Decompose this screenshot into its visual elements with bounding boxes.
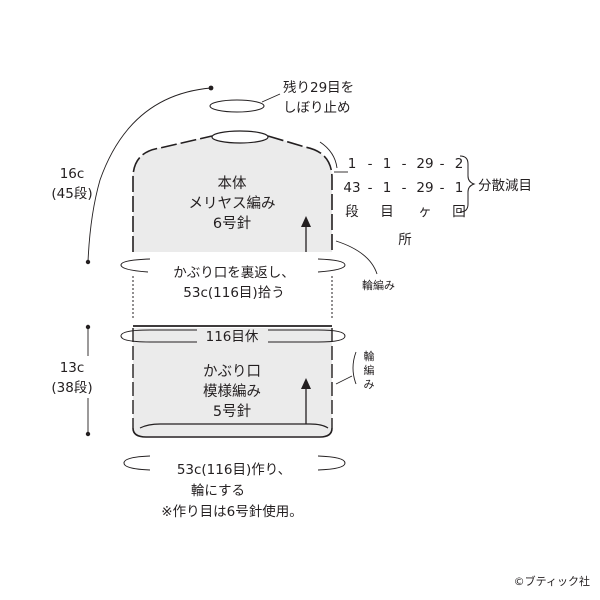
decrease-cell-r2-c0: 段 (345, 204, 359, 220)
decrease-label: 分散減目 (478, 177, 532, 194)
decrease-cell-r0-c0: 1 (348, 156, 357, 172)
rib-vertical-leader (335, 375, 353, 385)
brim-height: 13c (60, 360, 85, 376)
top-note-leader (261, 93, 281, 103)
decrease-cell-r1-c3: - (402, 180, 407, 196)
decrease-cell-r0-c6: 2 (455, 156, 464, 172)
top-note-line1: 残り29目を (283, 80, 354, 96)
copyright: ©ブティック社 (514, 574, 590, 588)
body-dimension-dot-bottom (85, 259, 91, 265)
decrease-rows: 1-1-29-243-1-29-1段目ヶ回 (343, 156, 465, 220)
body-panel: 本体 メリヤス編み 6号針 (132, 130, 333, 252)
body-rows: (45段) (51, 186, 92, 202)
hold-band-left (120, 329, 197, 343)
rib-label-horizontal: 輪編み (362, 278, 395, 292)
rib-vertical-char-1: 輪 (364, 349, 375, 363)
rib-vertical-bracket (352, 351, 357, 385)
decrease-cell-r0-c5: - (440, 156, 445, 172)
decrease-cell-r2-c4: ヶ (418, 204, 432, 220)
brim-pattern: 模様編み (203, 383, 261, 400)
top-note: 残り29目を しぼり止め (209, 80, 354, 116)
brim-panel-shape (133, 328, 332, 436)
brim-hold: 116目休 (206, 329, 259, 345)
decrease-cell-r0-c1: - (368, 156, 373, 172)
rib-vertical-char-2: 編 (364, 363, 375, 377)
decrease-leader (319, 141, 338, 169)
decrease-cell-r0-c2: 1 (383, 156, 392, 172)
cast-on-line1: 53c(116目)作り、 (177, 462, 291, 478)
pickup-band-right (317, 258, 346, 273)
rib-vertical-char-3: み (364, 378, 375, 391)
pickup-line1: かぶり口を裏返し、 (173, 265, 295, 281)
brim-bottom-roll (132, 427, 333, 438)
decrease-brace (459, 155, 476, 213)
decrease-cell-r1-c4: 29 (416, 180, 433, 196)
decrease-cell-r1-c2: 1 (383, 180, 392, 196)
body-direction-arrowhead (301, 216, 311, 227)
decrease-cell-r2-c2: 目 (380, 204, 394, 220)
decrease-cell-r0-c3: - (402, 156, 407, 172)
cast-on-band-left (123, 455, 151, 471)
body-dimension-dot-top (208, 85, 214, 91)
brim-direction-arrowhead (301, 378, 311, 389)
decrease-cell-r2-c6: 回 (452, 204, 466, 220)
brim-dimension-dot-bottom (85, 431, 91, 437)
rib-label-vertical: 輪 編 み (335, 349, 375, 391)
body-panel-shape (133, 133, 332, 252)
decrease-cell-r1-c6: 1 (455, 180, 464, 196)
body-pattern: メリヤス編み (189, 195, 276, 212)
brim-rows: (38段) (51, 380, 92, 396)
cast-on-band: 53c(116目)作り、 輪にする ※作り目は6号針使用。 (123, 455, 346, 520)
brim-dimension: 13c (38段) (51, 324, 93, 437)
brim-panel: 116目休 かぶり口 模様編み 5号針 (120, 325, 346, 438)
top-note-ring (209, 99, 265, 113)
brim-name: かぶり口 (203, 363, 261, 380)
body-name: 本体 (218, 175, 247, 192)
brim-needle: 5号針 (213, 403, 251, 420)
pickup-band: かぶり口を裏返し、 53c(116目)拾う 輪編み (120, 240, 395, 301)
decrease-cell-r1-c1: - (368, 180, 373, 196)
pickup-line2: 53c(116目)拾う (183, 285, 284, 301)
gathered-top (211, 130, 269, 144)
body-height: 16c (60, 166, 85, 182)
pickup-band-left (120, 258, 151, 273)
cast-on-band-right (317, 455, 346, 471)
decrease-cell-r1-c5: - (440, 180, 445, 196)
decrease-table: 1-1-29-243-1-29-1段目ヶ回 所 分散減目 (319, 141, 532, 248)
cast-on-line3: ※作り目は6号針使用。 (161, 503, 302, 520)
body-dimension: 16c (45段) (51, 85, 214, 265)
body-panel-outline (132, 135, 333, 252)
body-needle: 6号針 (213, 215, 251, 232)
brim-dimension-dot-top (85, 324, 91, 330)
top-note-line2: しぼり止め (283, 100, 351, 116)
decrease-cell-r1-c0: 43 (343, 180, 360, 196)
cast-on-line2: 輪にする (191, 482, 245, 499)
hold-band-right (268, 329, 346, 343)
rib-leader-line (335, 240, 378, 275)
decrease-cell-r0-c4: 29 (416, 156, 433, 172)
decrease-last-line: 所 (398, 232, 412, 248)
body-dimension-curve (87, 87, 212, 263)
brim-bottom-roll-inner (139, 423, 329, 429)
